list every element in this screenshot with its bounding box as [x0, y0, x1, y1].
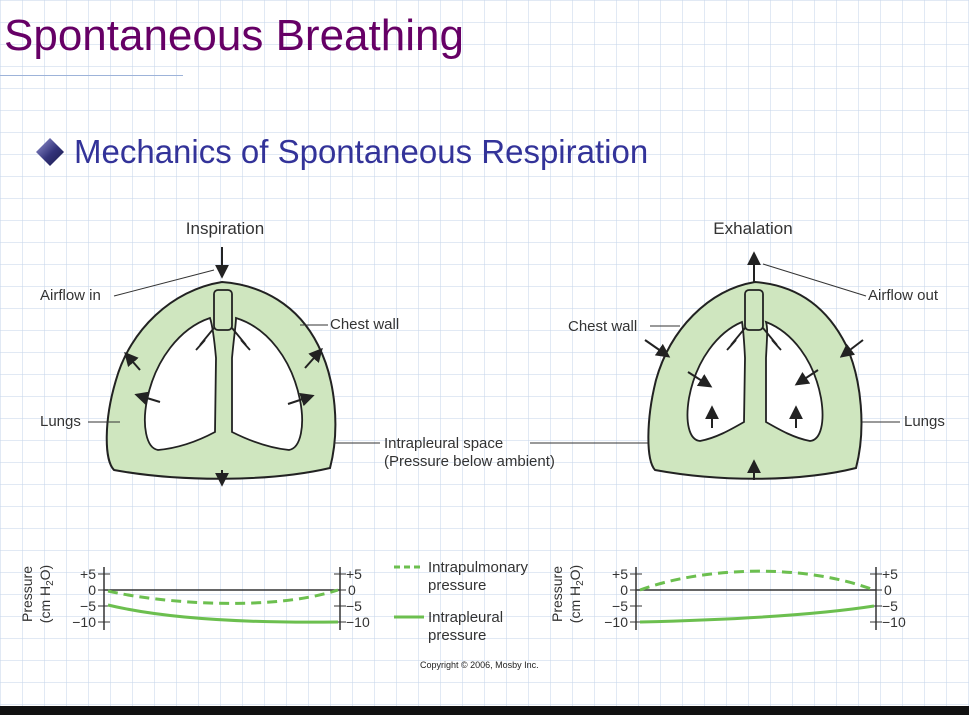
legend-intrapleural-sublabel: pressure: [428, 627, 486, 644]
recoil-arrow: [687, 371, 713, 388]
title-underline: [0, 75, 183, 76]
tick-label: −10: [604, 614, 628, 630]
tick-label: −10: [346, 614, 370, 630]
airflow-in-label: Airflow in: [40, 287, 101, 304]
intrapleural-space-sublabel: (Pressure below ambient): [384, 453, 555, 470]
tick-label: −10: [72, 614, 96, 630]
tick-label: +5: [346, 566, 362, 582]
tick-label: −5: [882, 598, 898, 614]
airflow-out-label: Airflow out: [868, 287, 939, 304]
pressure-axis-unit: (cm H2O): [37, 565, 56, 623]
lungs-label: Lungs: [40, 413, 81, 430]
slide-title: Spontaneous Breathing: [4, 11, 464, 60]
inspiration-diagram: Inspiration Airflow in Chest wall Lungs …: [40, 219, 555, 487]
intrapleural-space-label: Intrapleural space: [384, 435, 503, 452]
leader-line: [113, 269, 215, 297]
legend-intrapleural-label: Intrapleural: [428, 609, 503, 626]
copyright-label: Copyright © 2006, Mosby Inc.: [420, 660, 539, 670]
exhalation-pressure-graph: Pressure (cm H2O) +5 0 −5 −10 +5 0 −5 −1…: [549, 565, 906, 630]
tick-label: +5: [882, 566, 898, 582]
leader-line: [762, 263, 867, 297]
exhalation-heading: Exhalation: [713, 219, 792, 238]
tick-label: −5: [612, 598, 628, 614]
inspiration-heading: Inspiration: [186, 219, 264, 238]
expand-arrow: [124, 351, 141, 371]
diamond-bullet-icon: [36, 138, 64, 166]
right-trachea: [726, 289, 782, 351]
pressure-axis-unit: (cm H2O): [567, 565, 586, 623]
bullet-text: Mechanics of Spontaneous Respiration: [74, 133, 649, 170]
tick-label: −10: [882, 614, 906, 630]
tick-label: 0: [620, 582, 628, 598]
inspiration-pressure-graph: Pressure (cm H2O) +5 0 −5 −10 +5 0 −5 −1…: [19, 565, 370, 630]
recoil-arrow: [794, 369, 819, 386]
expand-arrow: [134, 391, 161, 405]
tick-label: −5: [346, 598, 362, 614]
tick-label: 0: [348, 582, 356, 598]
tick-label: 0: [884, 582, 892, 598]
exhalation-diagram: Exhalation Airflow out Chest wall Lungs: [530, 219, 945, 480]
pressure-axis-label: Pressure: [19, 566, 35, 622]
lungs-label: Lungs: [904, 413, 945, 430]
pressure-legend: Intrapulmonary pressure Intrapleural pre…: [394, 559, 539, 670]
recoil-arrow: [839, 339, 864, 358]
chest-wall-label: Chest wall: [568, 318, 637, 335]
left-lung-cavity: [144, 316, 303, 451]
chest-wall-label: Chest wall: [330, 316, 399, 333]
left-y-axis: +5 0 −5 −10: [72, 566, 110, 630]
expand-arrow: [304, 347, 323, 369]
tick-label: +5: [612, 566, 628, 582]
right-y-axis: +5 0 −5 −10: [604, 566, 642, 630]
tick-label: −5: [80, 598, 96, 614]
intrapleural-pressure-curve: [639, 604, 875, 624]
left-trachea: [195, 289, 251, 351]
bullet-item: Mechanics of Spontaneous Respiration: [32, 130, 648, 174]
recoil-arrow: [644, 339, 671, 358]
legend-intrapulmonary-sublabel: pressure: [428, 577, 486, 594]
expand-arrow: [287, 392, 315, 407]
right-lung-cavity: [686, 320, 824, 442]
pressure-axis-label: Pressure: [549, 566, 565, 622]
legend-intrapulmonary-label: Intrapulmonary: [428, 559, 529, 576]
tick-label: +5: [80, 566, 96, 582]
bottom-taskbar-strip: [0, 706, 969, 715]
intrapulmonary-pressure-curve: [639, 569, 875, 592]
intrapleural-pressure-curve: [107, 603, 339, 624]
right-y-axis-right: +5 0 −5 −10: [870, 566, 906, 630]
left-y-axis-right: +5 0 −5 −10: [334, 566, 370, 630]
tick-label: 0: [88, 582, 96, 598]
intrapulmonary-pressure-curve: [107, 588, 339, 605]
